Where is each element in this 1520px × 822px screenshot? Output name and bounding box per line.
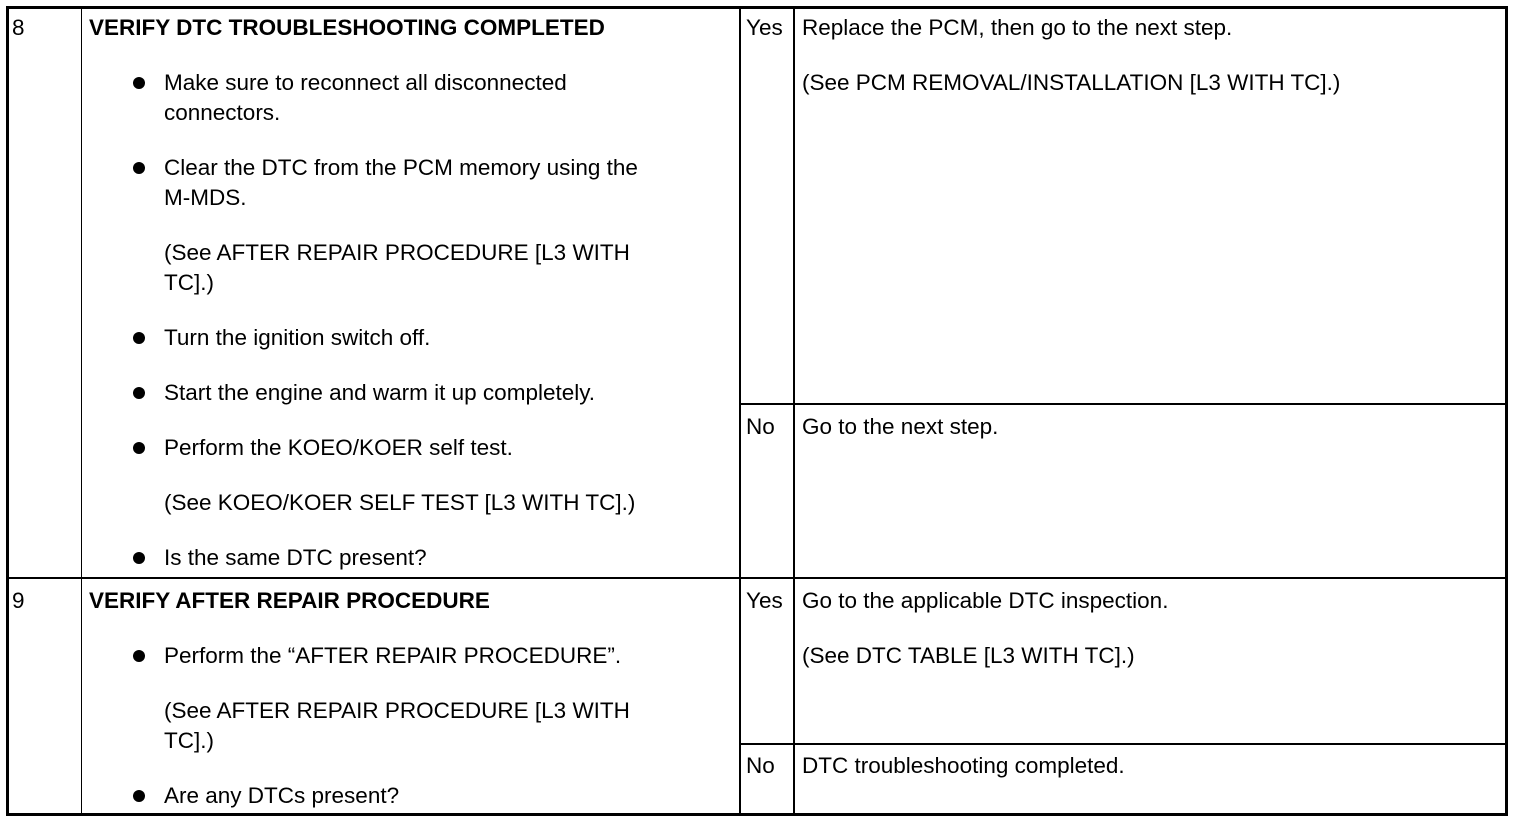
- bullet-icon: [133, 77, 145, 89]
- table-border-right: [1505, 6, 1508, 816]
- table-border-bottom: [6, 813, 1508, 816]
- bullet-icon: [133, 650, 145, 662]
- column-divider: [793, 6, 795, 816]
- row-divider: [739, 403, 1508, 405]
- action-text: Turn the ignition switch off.: [164, 325, 431, 350]
- reference-text: (See PCM REMOVAL/INSTALLATION [L3 WITH T…: [802, 70, 1341, 95]
- bullet-icon: [133, 552, 145, 564]
- bullet-icon: [133, 332, 145, 344]
- reference-text: (See AFTER REPAIR PROCEDURE [L3 WITH: [164, 240, 630, 265]
- reference-text: (See AFTER REPAIR PROCEDURE [L3 WITH: [164, 698, 630, 723]
- column-divider: [739, 6, 741, 816]
- action-text: Perform the “AFTER REPAIR PROCEDURE”.: [164, 643, 622, 668]
- bullet-icon: [133, 790, 145, 802]
- step-title: VERIFY AFTER REPAIR PROCEDURE: [89, 588, 490, 613]
- action-text: Make sure to reconnect all disconnected: [164, 70, 567, 95]
- action-text: connectors.: [164, 100, 281, 125]
- row-divider: [6, 577, 1508, 579]
- reference-text: TC].): [164, 728, 214, 753]
- bullet-icon: [133, 387, 145, 399]
- action-text: Are any DTCs present?: [164, 783, 400, 808]
- action-text: Start the engine and warm it up complete…: [164, 380, 596, 405]
- action-text: Clear the DTC from the PCM memory using …: [164, 155, 638, 180]
- reference-text: (See KOEO/KOER SELF TEST [L3 WITH TC].): [164, 490, 636, 515]
- table-border-left: [6, 6, 9, 816]
- result-text: Go to the applicable DTC inspection.: [802, 588, 1169, 613]
- no-label: No: [746, 414, 775, 439]
- table-border-top: [6, 6, 1508, 9]
- column-divider: [81, 6, 82, 816]
- reference-text: (See DTC TABLE [L3 WITH TC].): [802, 643, 1135, 668]
- action-text: Perform the KOEO/KOER self test.: [164, 435, 513, 460]
- result-text: DTC troubleshooting completed.: [802, 753, 1125, 778]
- row-divider: [739, 743, 1508, 745]
- no-label: No: [746, 753, 775, 778]
- step-title: VERIFY DTC TROUBLESHOOTING COMPLETED: [89, 15, 605, 40]
- troubleshooting-table: [6, 6, 1508, 816]
- reference-text: TC].): [164, 270, 214, 295]
- action-text: Is the same DTC present?: [164, 545, 427, 570]
- step-number: 8: [12, 15, 25, 40]
- yes-label: Yes: [746, 588, 783, 613]
- result-text: Replace the PCM, then go to the next ste…: [802, 15, 1233, 40]
- bullet-icon: [133, 162, 145, 174]
- result-text: Go to the next step.: [802, 414, 999, 439]
- step-number: 9: [12, 588, 25, 613]
- bullet-icon: [133, 442, 145, 454]
- yes-label: Yes: [746, 15, 783, 40]
- action-text: M-MDS.: [164, 185, 247, 210]
